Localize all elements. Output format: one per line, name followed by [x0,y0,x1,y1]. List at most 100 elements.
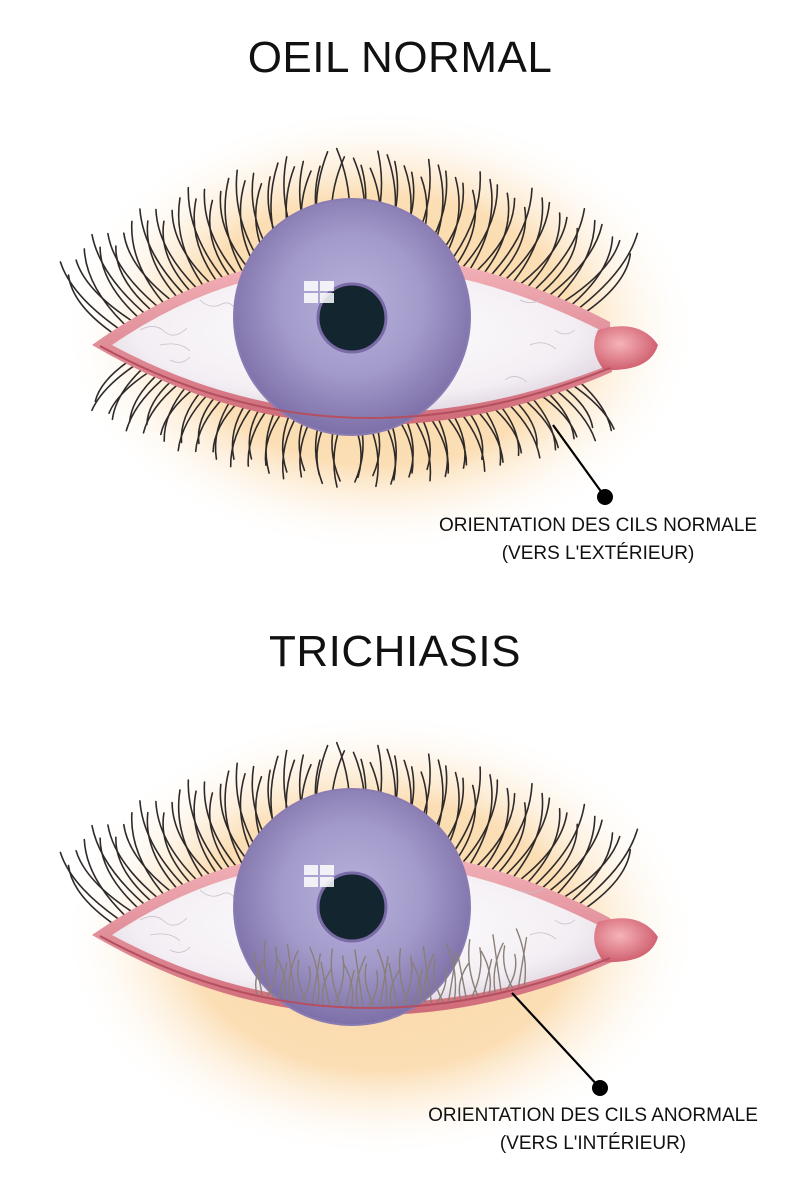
eyelash [311,953,321,1004]
pointer-dot [597,489,613,505]
eyelash [219,783,250,863]
eyelash [203,188,236,274]
eyelash [300,965,311,1003]
eyelash [468,939,479,997]
eyelash [557,219,596,299]
eyelash [162,220,190,291]
eyelash [128,373,159,423]
eyelash [484,787,510,868]
eyelash [535,803,586,885]
eyelash [553,387,597,442]
eyelash [321,968,333,1005]
eyelash [107,232,157,307]
eyelash [108,370,152,414]
lower-lashes [91,360,615,488]
eyelash [177,789,203,878]
caption-line-1: ORIENTATION DES CILS NORMALE [438,515,758,536]
eyelash [330,948,341,1006]
caption-line-1: ORIENTATION DES CILS ANORMALE [428,1105,758,1126]
caruncle [594,918,658,963]
eyelash [194,396,225,453]
eyelash [388,962,398,1007]
eyelash [275,956,287,1000]
eyelash [265,408,277,474]
eyelash [498,802,527,873]
pointer-dot [592,1080,608,1096]
eyelash [528,212,561,287]
eyelash [448,766,482,859]
eyelash [579,232,639,308]
eyelash [542,823,579,888]
eyelash [448,171,482,264]
sclera-veins [139,297,576,383]
eyelash [455,189,477,266]
eyelash [470,774,493,864]
eyelash [288,950,299,1001]
eyelash [515,928,527,986]
eyelash [513,792,544,877]
eyelash [355,956,366,1007]
eyelash [286,944,297,1002]
normal-eye-panel: OEIL NORMAL ORIENTATION DES CILS NORMALE [59,36,778,568]
eyelash [94,360,130,402]
caption: ORIENTATION DES CILS NORMALE (VERS L'EXT… [418,512,778,568]
eyelash [448,950,458,1002]
highlight [304,865,334,887]
eyelash [99,837,138,908]
lower-lid-line [99,345,611,419]
eyelash [247,407,270,467]
lower-lid-line [99,935,611,1009]
eyelash [171,801,210,875]
eyelash [177,392,210,452]
eyelash [297,959,308,1003]
eyelash [146,220,177,297]
eyelash [59,851,119,920]
pupil [316,282,388,354]
eyelash [411,961,422,1005]
eyelash [342,963,354,1007]
pupil [316,871,388,943]
eyelash [115,245,151,310]
eyelash [493,942,504,993]
eyelash [83,838,125,916]
eyelash [436,966,447,1003]
eyelash [224,770,243,864]
eyelash [130,812,164,895]
eyelash [208,199,230,276]
caption-line-2: (VERS L'INTÉRIEUR) [499,1133,687,1154]
eyelash [579,828,639,904]
eyelash [91,363,137,412]
pointer-line [552,424,606,498]
highlight [304,281,334,303]
eyelash [458,963,469,1000]
eyelash [568,382,615,430]
eyelash [171,209,210,283]
eyelash [187,186,223,278]
eyelash [146,811,177,888]
eyelash [255,958,266,995]
eyelash [139,800,184,886]
eyelash [229,404,255,468]
eyelash [267,946,278,997]
eyelash [364,963,375,1007]
panel-title: TRICHIASIS [269,627,521,676]
eyelash [517,936,528,988]
eyelash [402,955,413,1006]
eyelash [535,208,586,290]
caption: ORIENTATION DES CILS ANORMALE (VERS L'IN… [408,1102,778,1158]
eyelash [59,261,119,329]
eyelash [224,177,243,272]
eyelash [398,948,410,1006]
eyelash [376,949,388,1007]
trichiasis-eye-panel: TRICHIASIS ORIENTATION DES CILS ANORMALE… [0,600,800,1200]
eyelash [542,227,579,293]
eyelash [320,961,330,1006]
eyelash [367,970,379,1007]
eyelash [99,246,138,317]
eyelash [75,850,132,912]
eyelash [142,382,181,434]
eyelash [576,379,613,432]
eyelash [219,190,250,270]
eyelash [572,236,614,305]
eyelash [492,934,502,992]
